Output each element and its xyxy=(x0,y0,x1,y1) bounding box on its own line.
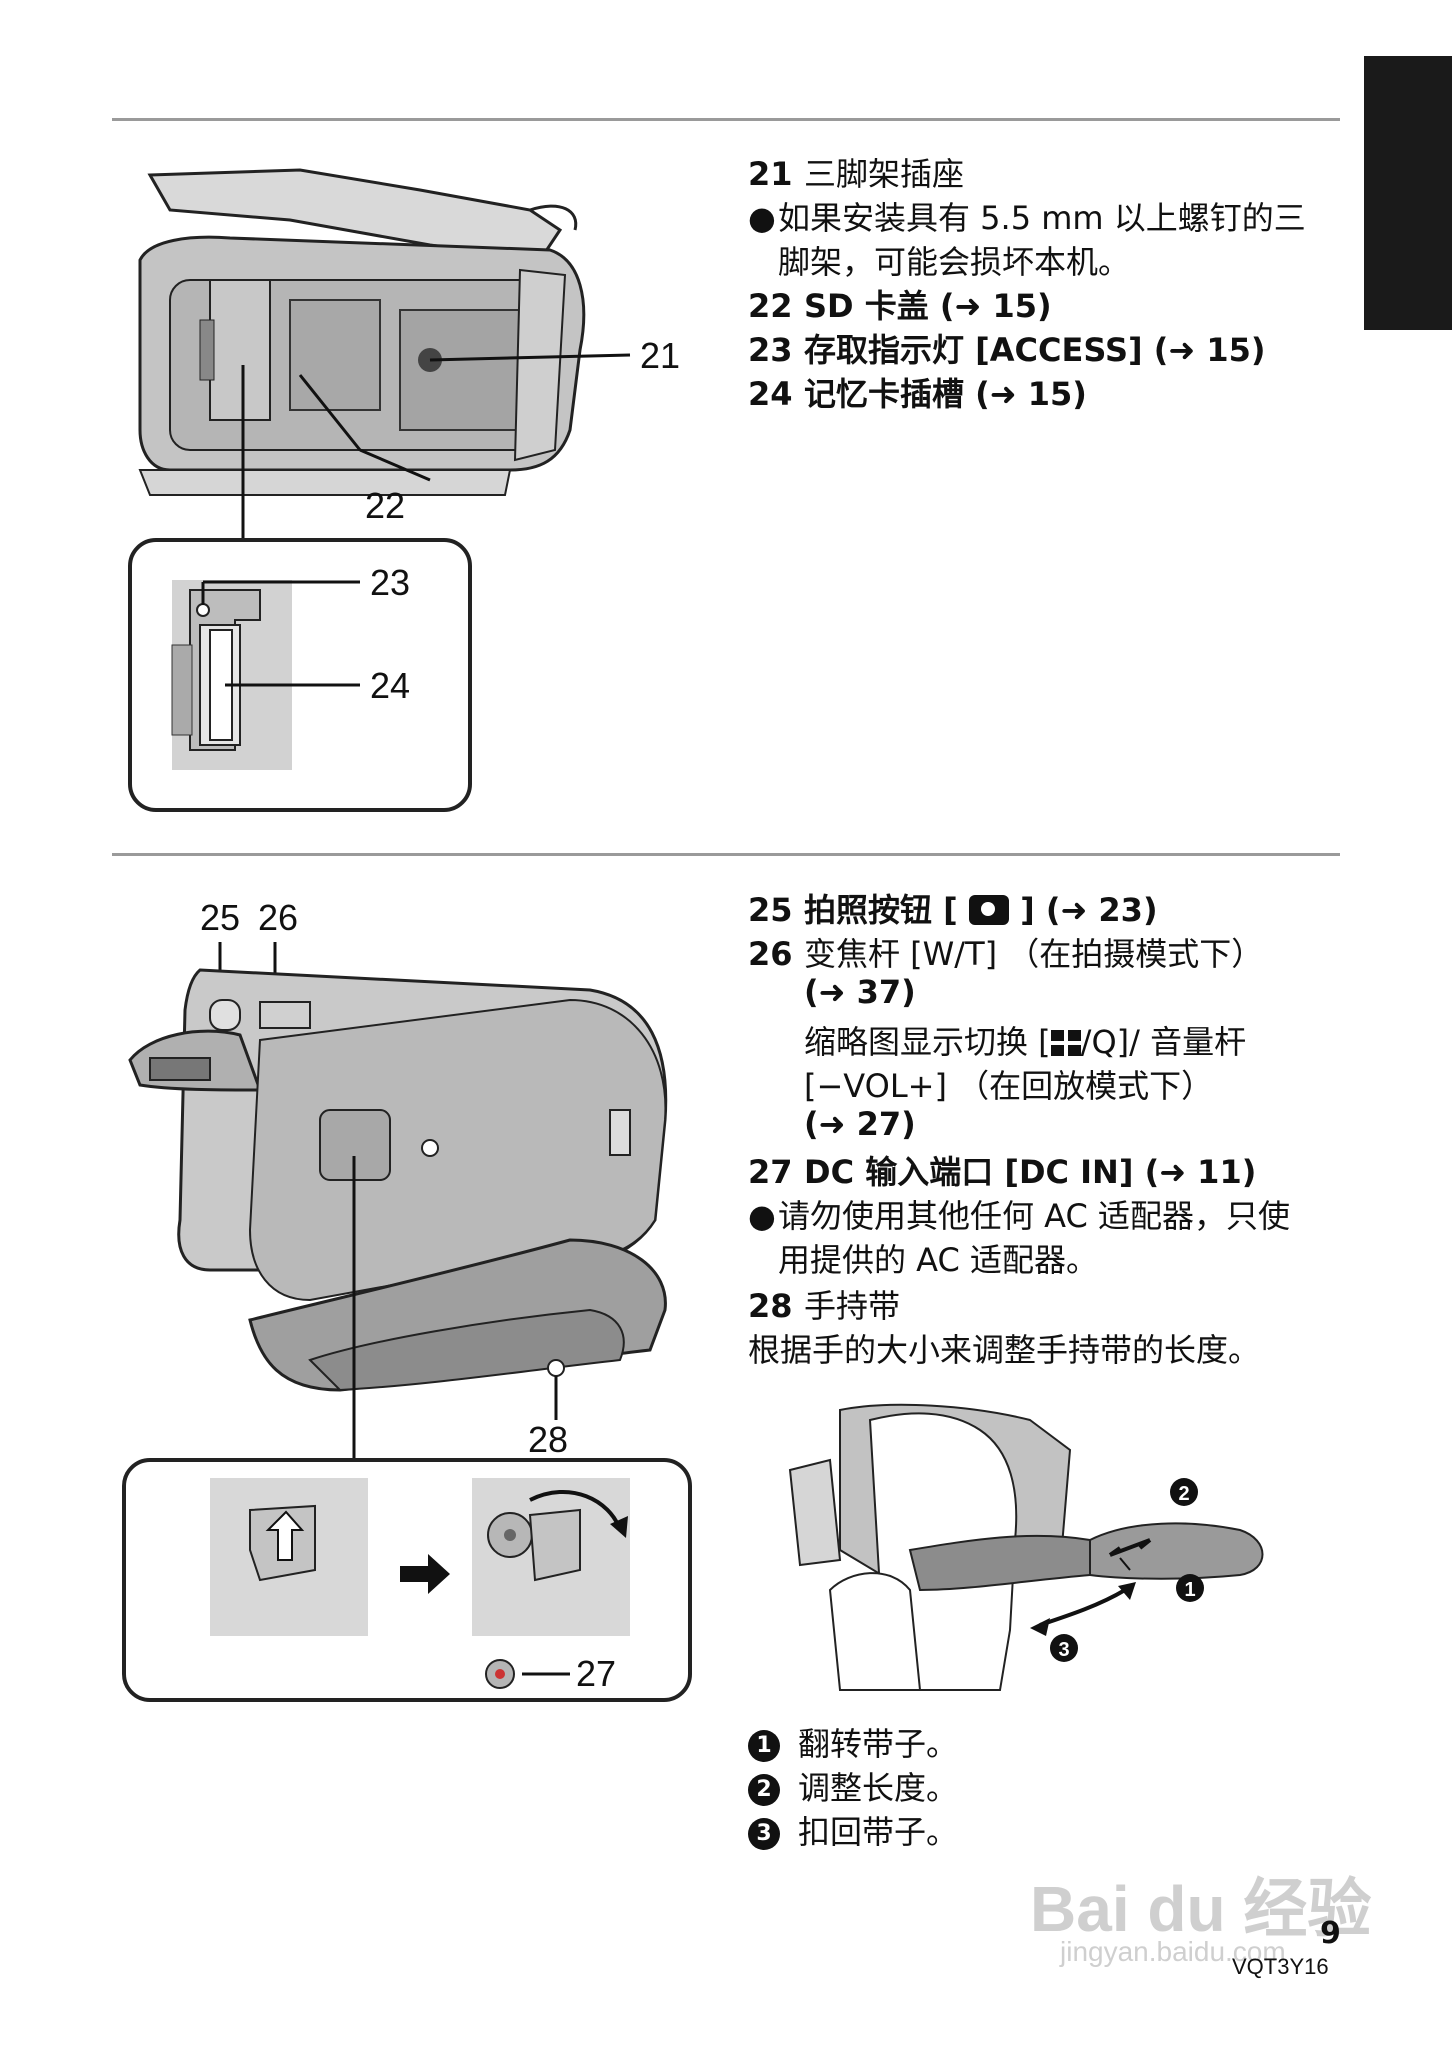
step-marker-2-label: 2 xyxy=(1178,1483,1189,1505)
watermark-logo: Bai du 经验 xyxy=(1030,1873,1372,1945)
strap-adjust-figure: 2 1 3 xyxy=(788,1403,1264,1691)
callout-24: 24 xyxy=(370,665,410,706)
watermark-url: jingyan.baidu.com xyxy=(1060,1936,1286,1967)
step-marker-3-label: 3 xyxy=(1058,1639,1069,1661)
step-marker-1 xyxy=(1176,1574,1204,1602)
card-slot-illustration xyxy=(171,580,292,770)
section-divider-middle xyxy=(112,853,1340,856)
thumbnail-icon xyxy=(1050,1030,1081,1056)
callout-27: 27 xyxy=(576,1653,616,1694)
camera-bottom-illustration xyxy=(138,168,586,496)
camera-icon xyxy=(968,895,1009,925)
item-27-note-line1: ●请勿使用其他任何 AC 适配器，只使 xyxy=(748,1197,1291,1235)
arrow-right-icon xyxy=(400,1554,450,1594)
item-27-note-line2: 用提供的 AC 适配器。 xyxy=(778,1241,1099,1279)
callout-23: 23 xyxy=(370,562,410,603)
dc-cover-closed-illustration xyxy=(210,1478,368,1636)
step-marker-3 xyxy=(1050,1634,1078,1662)
camera-bottom-figure: 21 22 23 24 xyxy=(128,168,680,812)
item-26-ref2: (➜ 27) xyxy=(804,1105,916,1143)
item-28-description: 根据手的大小来调整手持带的长度。 xyxy=(748,1331,1261,1369)
item-21-note-line2: 脚架，可能会损坏本机。 xyxy=(778,243,1131,281)
item-21-note-line1: ●如果安装具有 5.5 mm 以上螺钉的三 xyxy=(748,199,1306,237)
page-number: 9 xyxy=(1320,1916,1341,1951)
item-26-volume: [−VOL+] （在回放模式下） xyxy=(804,1067,1214,1105)
document-code: VQT3Y16 xyxy=(1232,1954,1329,1979)
callout-25: 25 xyxy=(200,897,240,938)
dc-in-detail-frame xyxy=(122,1458,692,1702)
card-slot-detail-frame xyxy=(128,538,472,812)
step-marker-1-label: 1 xyxy=(1184,1579,1195,1601)
callout-28: 28 xyxy=(528,1419,568,1460)
chapter-tab xyxy=(1364,56,1452,330)
step-marker-2 xyxy=(1170,1478,1198,1506)
dc-cover-open-illustration xyxy=(472,1478,630,1636)
camera-side-figure: 25 26 28 27 xyxy=(122,897,692,1702)
camera-side-illustration xyxy=(128,968,668,1392)
item-26-ref: (➜ 37) xyxy=(804,973,916,1011)
hand-camera-illustration xyxy=(788,1403,1264,1691)
section-divider-top xyxy=(112,118,1340,121)
callout-26: 26 xyxy=(258,897,298,938)
callout-22: 22 xyxy=(365,485,405,526)
callout-21: 21 xyxy=(640,335,680,376)
item-26-thumbnail: 缩略图显示切换 [/Q]/ 音量杆 xyxy=(804,1023,1247,1061)
dc-in-port-icon xyxy=(485,1659,515,1689)
